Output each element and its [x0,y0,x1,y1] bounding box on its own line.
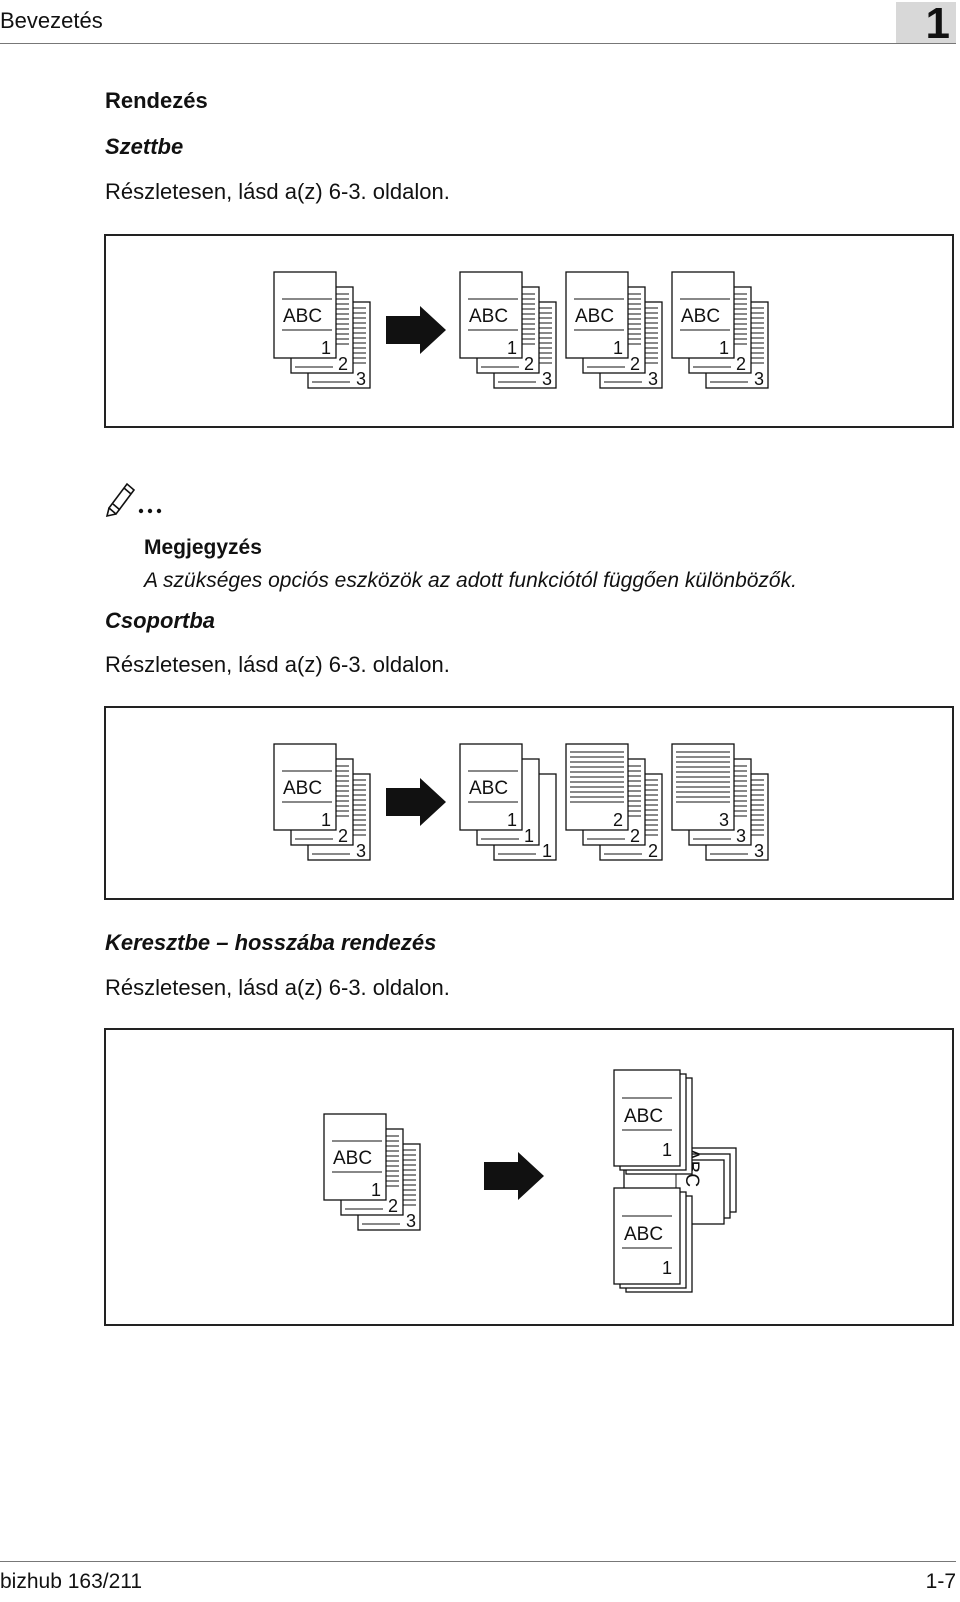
page-number-label: 2 [613,810,623,830]
document-text-label: ABC [681,306,720,327]
page-number-label: 1 [321,810,331,830]
page-number-label: 1 [662,1258,672,1278]
page-number-label: 3 [356,841,366,861]
page-number-label: 1 [524,826,534,846]
page-number-label: 1 [662,1140,672,1160]
document-text-label: ABC [283,306,322,327]
running-header-title: Bevezetés [0,8,103,33]
footer-model: bizhub 163/211 [0,1570,143,1593]
page-number-label: 3 [648,369,658,389]
pencil-note-icon [105,482,162,518]
sort-set-reference: Részletesen, lásd a(z) 6-3. oldalon. [105,179,450,204]
page-number-label: 1 [371,1180,381,1200]
page-number-label: 2 [630,826,640,846]
document-stack: 32 ABC 1 [459,271,557,389]
document-stack: 32 ABC 1 [671,271,769,389]
document-stack: 32 ABC 1 [273,271,371,389]
document-text-label: ABC [469,306,508,327]
sort-group-subheading: Csoportba [105,608,215,633]
paper-sheet [613,1069,681,1167]
footer-divider [0,1561,956,1562]
document-stack: 222 [565,743,663,861]
crisscross-subheading: Keresztbe – hosszába rendezés [105,930,437,955]
page-number-label: 3 [736,826,746,846]
sort-group-figure: 32ABC1C1C1ABC1222333 [104,706,954,900]
right-arrow-icon [386,778,446,826]
section-heading: Rendezés [105,88,208,113]
right-arrow-icon [386,306,446,354]
crisscross-reference: Részletesen, lásd a(z) 6-3. oldalon. [105,975,450,1000]
sort-group-illustration: 32ABC1C1C1ABC1222333 [273,743,769,861]
document-stack: 333 [671,743,769,861]
chapter-number-tab: 1 [896,2,956,46]
crisscross-illustration: 32ABC1ABC1ABC1ABC1 [323,1069,737,1293]
page-number-label: 3 [719,810,729,830]
paper-sheet [323,1113,387,1201]
page-number-label: 3 [754,369,764,389]
page-number-label: 1 [613,338,623,358]
document-stack: 32 ABC 1 [273,743,371,861]
note-text: A szükséges opciós eszközök az adott fun… [144,569,797,592]
document-text-label: ABC [624,1224,663,1245]
header-divider [0,43,956,44]
page-number-label: 1 [542,841,552,861]
page-number-label: 2 [338,826,348,846]
page-number-label: 2 [630,354,640,374]
page-number-label: 3 [754,841,764,861]
page-number-label: 1 [507,810,517,830]
document-stack: C1C1ABC1 [459,743,557,861]
page-number-label: 1 [719,338,729,358]
paper-sheet [273,271,337,359]
paper-sheet [459,271,523,359]
page-number-label: 1 [507,338,517,358]
paper-sheet [459,743,523,831]
sort-set-subheading: Szettbe [105,134,184,159]
document-text-label: ABC [575,306,614,327]
page-number-label: 2 [736,354,746,374]
page-number-label: 2 [388,1196,398,1216]
document-stack: 32 ABC 1 [323,1113,421,1231]
paper-sheet [565,271,629,359]
page-number-label: 2 [338,354,348,374]
document-text-label: ABC [624,1106,663,1127]
document-text-label: ABC [469,778,508,799]
footer-page-number: 1-7 [925,1570,956,1593]
paper-sheet [613,1187,681,1285]
page-number-label: 2 [648,841,658,861]
page-number-label: 1 [321,338,331,358]
page-number-label: 3 [356,369,366,389]
page-number-label: 2 [524,354,534,374]
sort-group-reference: Részletesen, lásd a(z) 6-3. oldalon. [105,652,450,677]
document-text-label: ABC [283,778,322,799]
page-number-label: 3 [542,369,552,389]
crisscross-figure: 32ABC1ABC1ABC1ABC1 [104,1028,954,1326]
document-text-label: ABC [333,1148,372,1169]
page-number-label: 3 [406,1211,416,1231]
right-arrow-icon [484,1152,544,1200]
paper-sheet [671,271,735,359]
paper-sheet [273,743,337,831]
document-stack: 32 ABC 1 [565,271,663,389]
note-heading: Megjegyzés [144,536,262,559]
